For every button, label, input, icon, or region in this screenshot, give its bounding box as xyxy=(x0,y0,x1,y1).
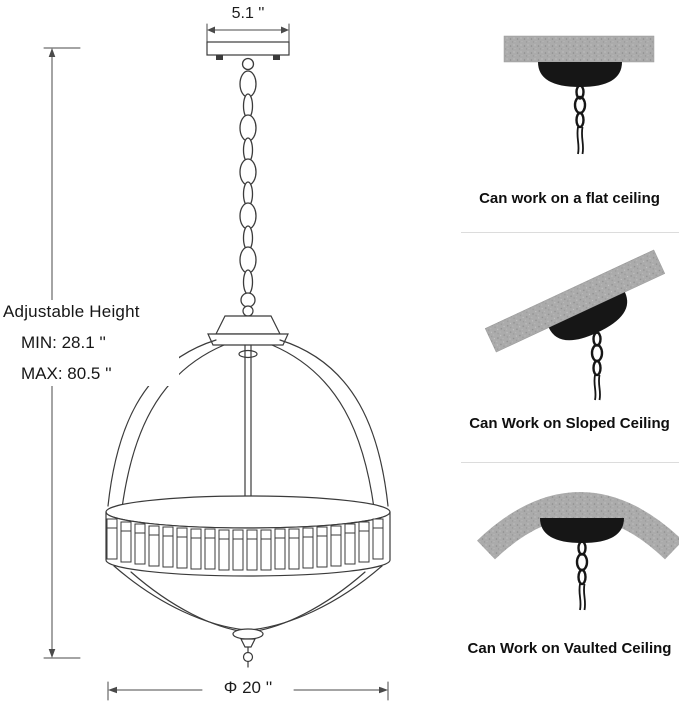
center-rod xyxy=(244,344,252,507)
bottom-finial xyxy=(232,628,264,668)
top-width-dimension-label: 5.1 '' xyxy=(203,5,293,23)
crystal-drum-shade xyxy=(105,495,391,577)
vaulted-ceiling-illustration xyxy=(477,492,679,611)
bottom-diameter-dimension-label: Φ 20 '' xyxy=(204,678,292,698)
crystal-facet-lines xyxy=(106,527,384,540)
flat-ceiling-caption: Can work on a flat ceiling xyxy=(479,190,660,207)
sloped-canopy xyxy=(548,292,628,341)
bottom-cage xyxy=(113,565,383,633)
flat-chain xyxy=(573,84,587,155)
flat-canopy xyxy=(538,62,622,87)
vaulted-ceiling-caption: Can Work on Vaulted Ceiling xyxy=(467,640,672,657)
panel-divider-1 xyxy=(461,232,679,233)
sloped-ceiling-illustration xyxy=(484,249,666,401)
vaulted-ceiling-surface xyxy=(477,492,679,560)
flat-ceiling-illustration xyxy=(503,35,655,155)
diameter-dimension-line xyxy=(107,681,389,701)
vaulted-canopy xyxy=(540,518,624,543)
canopy xyxy=(207,305,289,359)
min-height-label: MIN: 28.1 '' xyxy=(21,333,106,352)
sloped-chain xyxy=(590,331,604,401)
vaulted-chain xyxy=(575,540,589,611)
support-arms xyxy=(107,339,389,509)
sloped-ceiling-surface xyxy=(484,249,666,353)
panel-divider-2 xyxy=(461,462,679,463)
sloped-ceiling-caption: Can Work on Sloped Ceiling xyxy=(469,415,670,432)
max-height-label: MAX: 80.5 '' xyxy=(21,364,112,383)
flat-ceiling-surface xyxy=(503,35,655,63)
ceiling-plate xyxy=(206,41,290,60)
chandelier-line-drawing xyxy=(43,23,391,701)
hanging-chain xyxy=(239,57,257,308)
adjustable-height-title: Adjustable Height xyxy=(3,302,140,321)
adjustable-height-block: Adjustable Height MIN: 28.1 '' MAX: 80.5… xyxy=(3,300,179,386)
top-dimension-line xyxy=(206,23,290,43)
